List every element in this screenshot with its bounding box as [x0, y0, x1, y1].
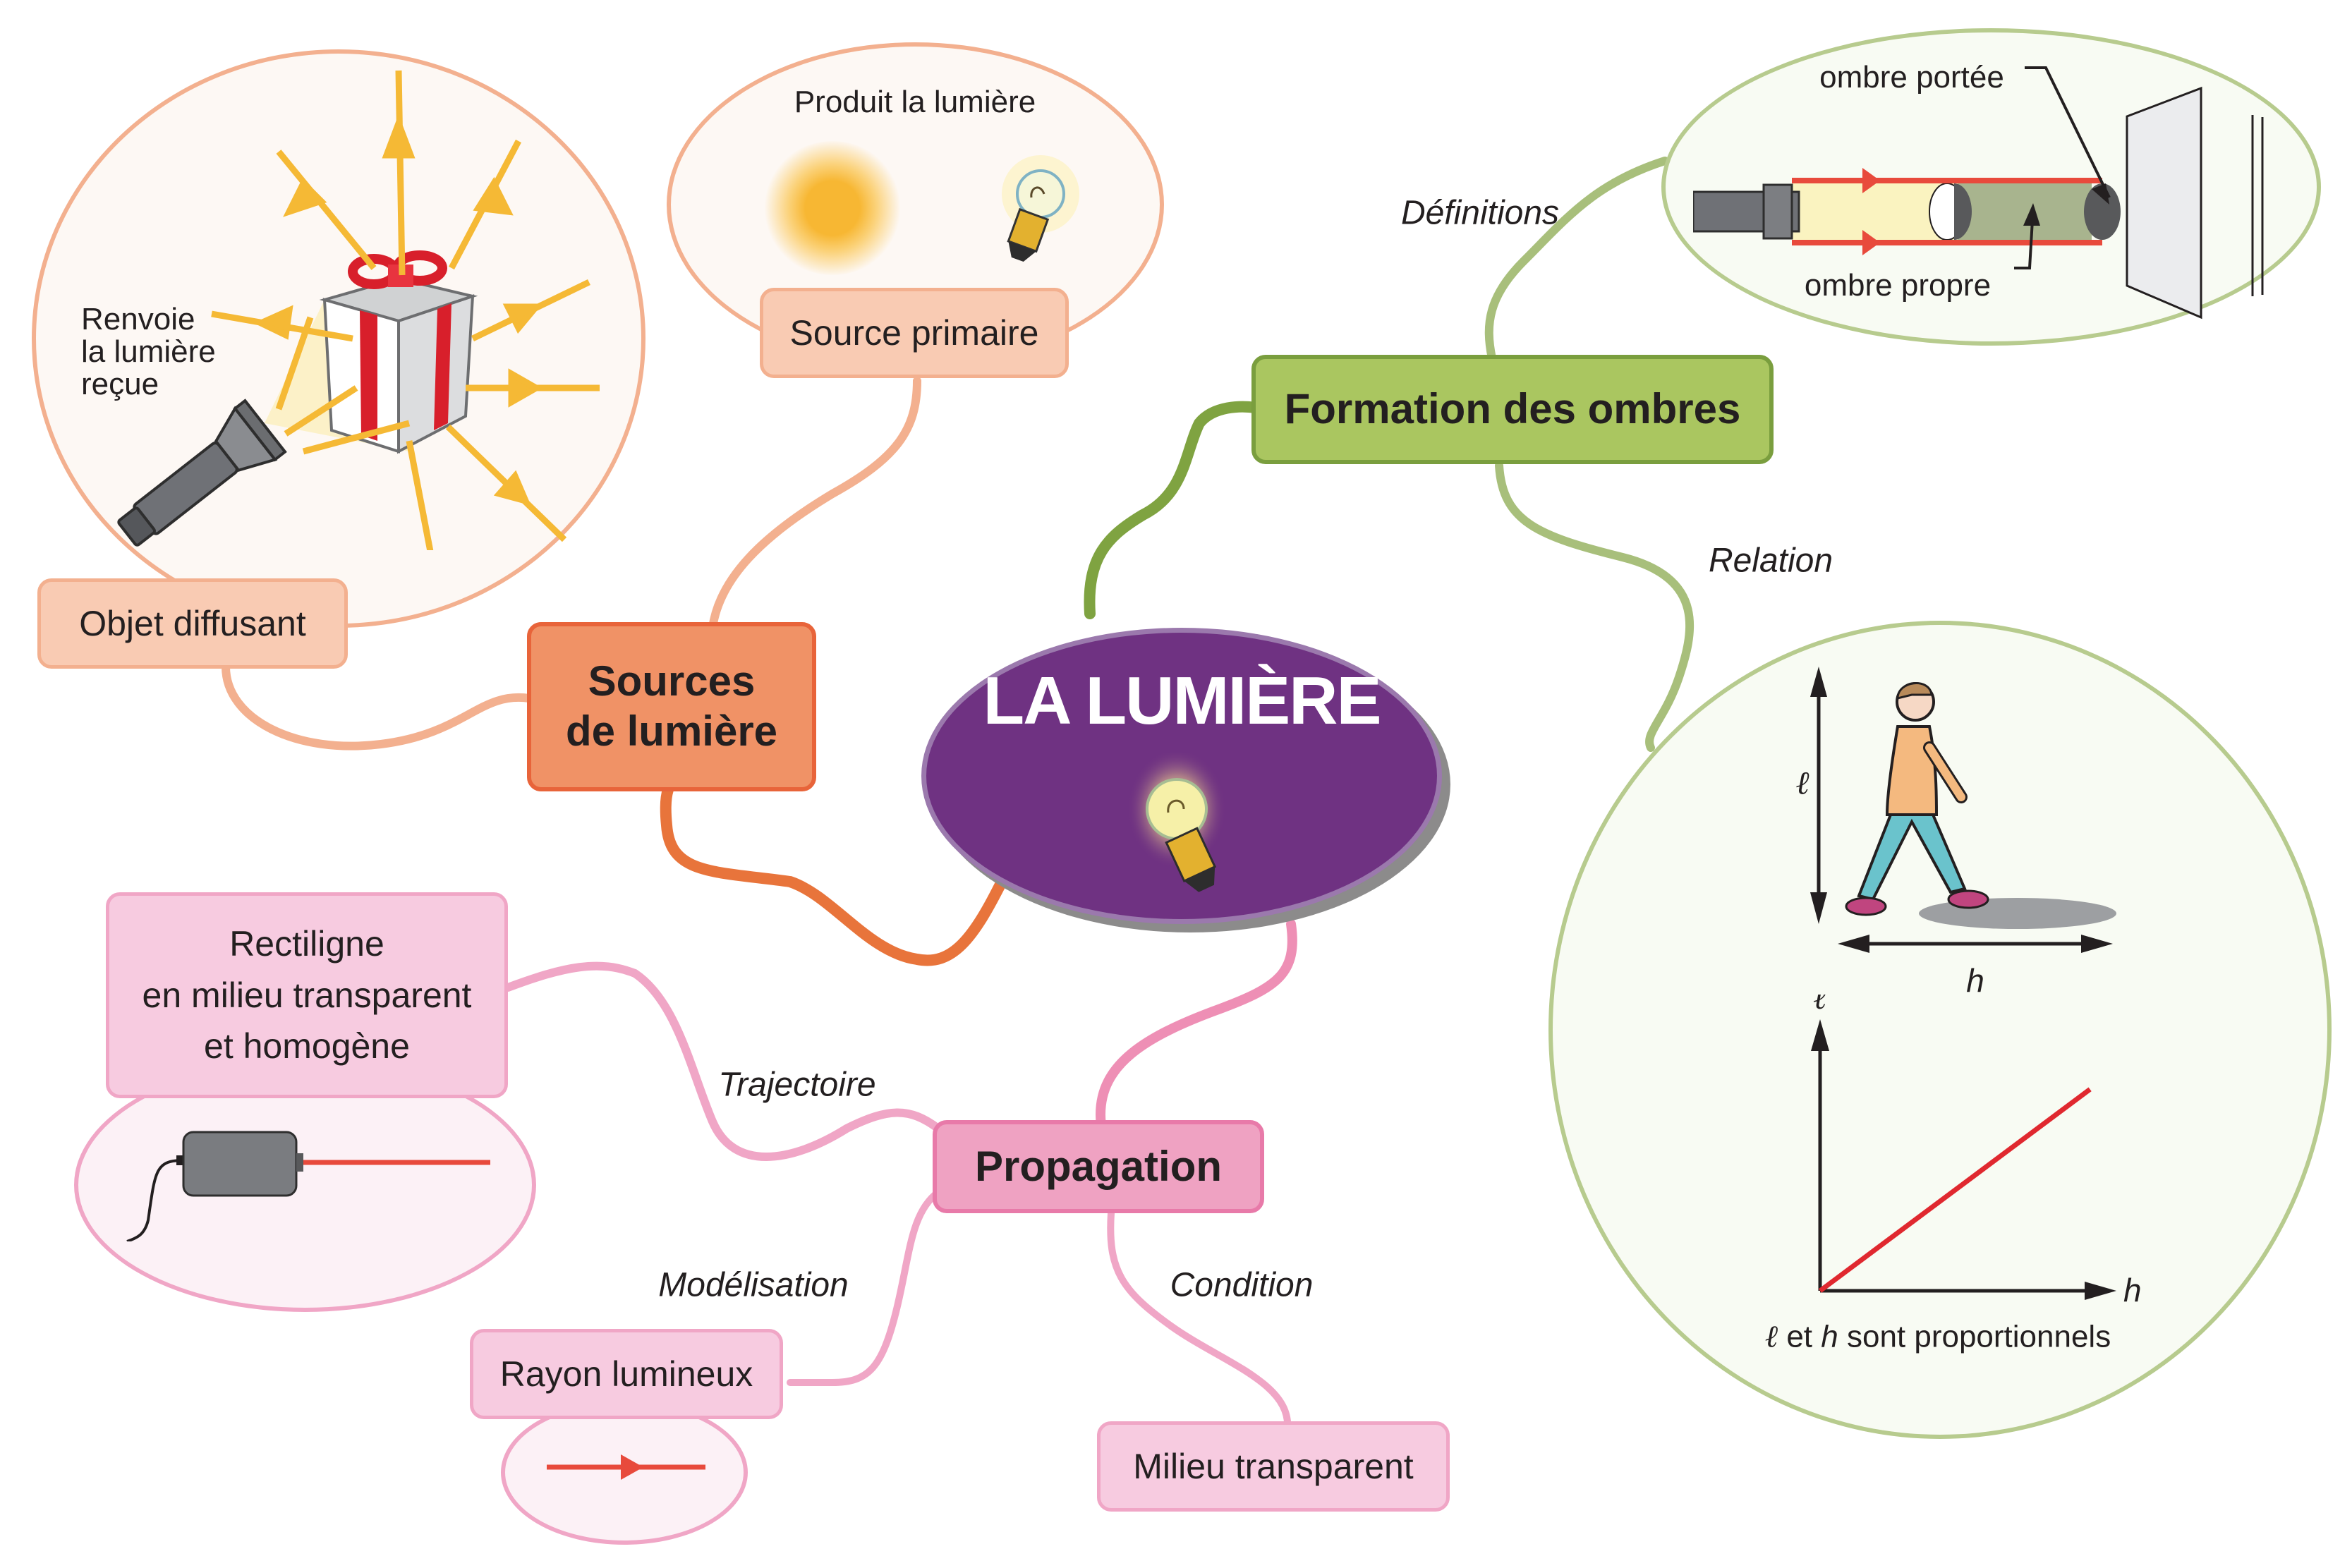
propagation-node[interactable]: Propagation [933, 1120, 1264, 1213]
height-arrow [1810, 667, 1827, 924]
ray-arrow-icon [547, 1454, 705, 1480]
rectilinear-line-3: et homogène [204, 1026, 410, 1066]
sources-node[interactable]: Sources de lumière [527, 622, 816, 791]
primary-source-description: Produit la lumière [794, 85, 1036, 119]
proportionality-graph: ℓ h [1811, 995, 2142, 1308]
sources-label-line-2: de lumière [565, 707, 778, 755]
sources-label-line-1: Sources [588, 657, 756, 705]
screen-wall [2126, 86, 2202, 320]
description-line-3: reçue [81, 367, 159, 402]
medium-label: Milieu transparent [1133, 1446, 1414, 1486]
link-propagation-to-rectilinear [504, 961, 942, 1161]
lightbulb-icon [1002, 155, 1079, 262]
link-shadows-to-definitions [1484, 157, 1669, 363]
rectilinear-line-2: en milieu transparent [142, 975, 472, 1015]
center-title: LA LUMIÈRE [983, 663, 1381, 739]
shadow-symbol: h [1966, 962, 1984, 999]
ray-label: Rayon lumineux [499, 1354, 753, 1394]
medium-node[interactable]: Milieu transparent [1097, 1421, 1450, 1512]
y-axis-label: ℓ [1813, 995, 1827, 1016]
diffusion-illustration [117, 70, 600, 550]
lightbulb-icon [1127, 753, 1226, 892]
definitions-link-label: Définitions [1400, 194, 1560, 232]
caption-h-symbol: h [1821, 1319, 1838, 1354]
x-axis-arrowhead [2085, 1282, 2116, 1300]
link-center-to-propagation [1095, 919, 1297, 1148]
description-line-1: Renvoie [81, 302, 195, 336]
ray-node[interactable]: Rayon lumineux [470, 1329, 783, 1419]
link-shadows-to-relation [1495, 461, 1695, 752]
link-propagation-to-medium [1107, 1210, 1292, 1432]
shadow-formation-illustration [1693, 66, 2264, 320]
diffusion-description: Renvoie la lumière reçue [81, 303, 216, 401]
propagation-label: Propagation [974, 1142, 1222, 1190]
relation-link-label: Relation [1708, 542, 1833, 580]
person-walking-icon [1845, 682, 1989, 916]
flashlight-icon [117, 399, 287, 547]
center-node[interactable]: LA LUMIÈRE [921, 628, 1442, 924]
walker-shadow [1919, 898, 2116, 929]
shadow-length-arrow [1838, 935, 2113, 953]
height-symbol: ℓ [1795, 765, 1810, 801]
caption-l-symbol: ℓ [1764, 1319, 1778, 1354]
laser-icon [126, 1131, 490, 1241]
own-shadow-label: ombre propre [1804, 268, 1992, 303]
cast-shadow-label: ombre portée [1819, 60, 2004, 95]
link-sources-to-diffusing [222, 662, 533, 750]
condition-link-label: Condition [1170, 1266, 1314, 1304]
rectilinear-node[interactable]: Rectiligne en milieu transparent et homo… [106, 892, 508, 1098]
flashlight-icon [1693, 183, 1800, 240]
shadows-node[interactable]: Formation des ombres [1251, 355, 1774, 464]
caption-et: et [1778, 1319, 1821, 1354]
trajectory-link-label: Trajectoire [718, 1066, 876, 1104]
diffusing-object-node[interactable]: Objet diffusant [37, 578, 348, 669]
walker-illustration [1810, 667, 2116, 953]
primary-source-node[interactable]: Source primaire [760, 288, 1069, 378]
link-propagation-to-ray [787, 1189, 942, 1386]
link-sources-to-primary [708, 377, 921, 632]
description-line-2: la lumière [81, 334, 216, 370]
series-line-0 [1818, 1087, 2092, 1293]
gift-box-icon [319, 250, 478, 454]
link-center-to-sources [660, 770, 1007, 966]
modeling-link-label: Modélisation [658, 1266, 849, 1304]
x-axis-label: h [2123, 1272, 2142, 1308]
rectilinear-line-1: Rectiligne [229, 924, 384, 964]
sun-icon [762, 141, 903, 275]
caption-rest: sont proportionnels [1838, 1319, 2111, 1354]
proportionality-caption: ℓ et h sont proportionnels [1765, 1319, 2111, 1355]
link-center-to-shadows [1084, 401, 1261, 619]
shadows-label: Formation des ombres [1284, 385, 1741, 433]
diffusing-object-label: Objet diffusant [79, 603, 306, 643]
primary-source-label: Source primaire [789, 312, 1039, 353]
y-axis-arrowhead [1811, 1019, 1829, 1051]
reflected-rays [211, 70, 600, 550]
